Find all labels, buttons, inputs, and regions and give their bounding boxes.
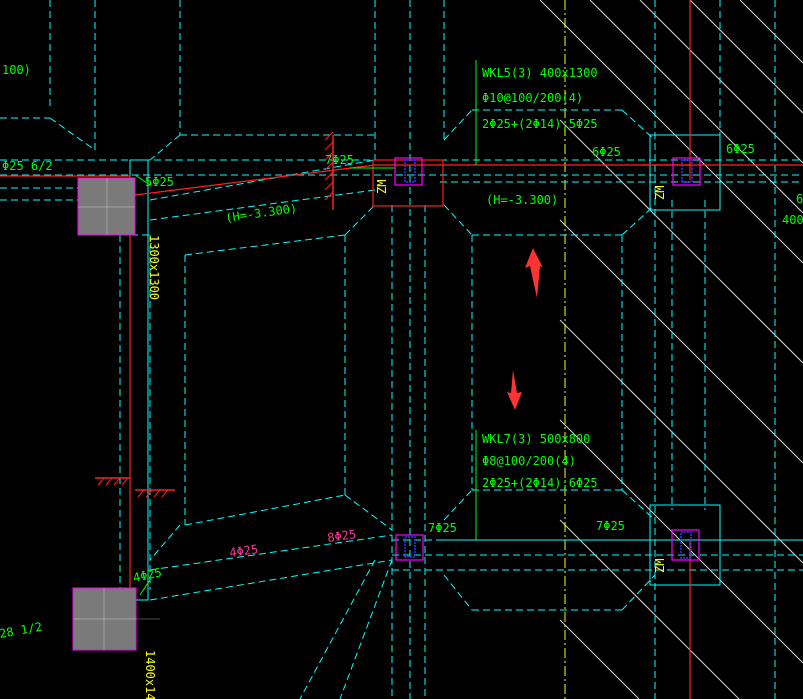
small-column-bottom-mid <box>395 534 424 561</box>
wkl5-longitudinal-label: 2Φ25+(2Φ14);5Φ25 <box>482 117 598 131</box>
small-column-top-right <box>672 157 701 186</box>
cyan-grid-vertical <box>49 0 776 699</box>
zm-label-top-mid: ZM <box>375 180 389 194</box>
column2-section-label: 1400x1400 <box>143 650 157 699</box>
left-rebar-label: Φ25 6/2 <box>2 159 53 173</box>
rebar-7-bottom-right-label: 7Φ25 <box>596 519 625 533</box>
hatch-symbols <box>95 131 334 498</box>
wkl5-stirrup-label: Φ10@100/200(4) <box>482 91 583 105</box>
column2-rebar-label: 4Φ25 <box>132 565 163 585</box>
green-leader-lines <box>134 60 477 596</box>
rebar-7-top-label: 7Φ25 <box>325 153 354 167</box>
rebar-8-bottom-label: 8Φ25 <box>326 527 357 545</box>
right-fragment-label-2: 400 <box>782 213 803 227</box>
left-bottom-fragment-label: 28 1/2 <box>0 620 43 641</box>
wkl7-longitudinal-label: 2Φ25+(2Φ14);6Φ25 <box>482 476 598 490</box>
cyan-haunch-lines <box>0 109 656 699</box>
red-arrow-up <box>525 248 543 298</box>
top-left-fragment-label: 100) <box>2 63 31 77</box>
rebar-6-mid-label: 6Φ25 <box>592 145 621 159</box>
rebar-7-bottom-mid-label: 7Φ25 <box>428 521 457 535</box>
rebar-6-right-label: 6Φ25 <box>726 142 755 156</box>
cyan-column-outlines <box>129 134 803 601</box>
small-column-bottom-right <box>671 529 700 561</box>
rebar-4-bottom-label: 4Φ25 <box>228 542 259 560</box>
wkl7-stirrup-label: Φ8@100/200(4) <box>482 454 576 468</box>
column-block-top-left <box>77 177 136 236</box>
small-column-top-mid <box>394 157 423 186</box>
zm-label-bottom-right: ZM <box>653 559 667 573</box>
wkl7-beam-name: WKL7(3) 500x800 <box>482 432 590 446</box>
wkl5-beam-name: WKL5(3) 400x1300 <box>482 66 598 80</box>
elevation-left-label: (H=-3.300) <box>224 201 297 225</box>
elevation-mid-label: (H=-3.300) <box>486 193 558 207</box>
zm-label-top-right: ZM <box>653 186 667 200</box>
right-fragment-label-1: 6 <box>796 192 803 206</box>
red-arrow-down <box>507 370 522 410</box>
column1-rebar-label: 5Φ25 <box>145 175 174 189</box>
column1-section-label: 1300x1300 <box>147 235 161 300</box>
